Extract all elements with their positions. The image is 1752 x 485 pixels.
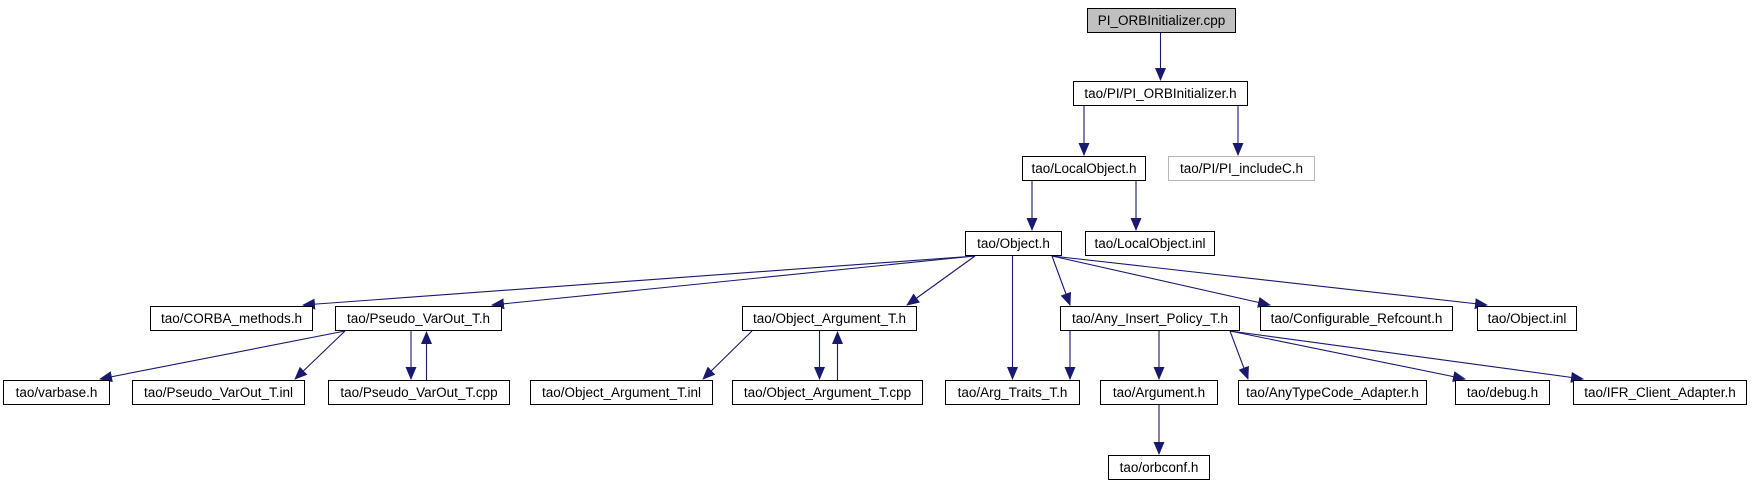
graph-node-tao-object-h[interactable]: tao/Object.h — [965, 231, 1062, 256]
include-edge — [1229, 330, 1249, 380]
include-edge — [1051, 255, 1488, 310]
include-edge — [294, 330, 346, 380]
include-edge — [99, 330, 346, 383]
include-edge — [702, 330, 753, 380]
include-edge — [1229, 330, 1466, 382]
graph-node-tao-localobject-h[interactable]: tao/LocalObject.h — [1022, 156, 1146, 181]
graph-node-tao-pseudo-varout-t-cpp[interactable]: tao/Pseudo_VarOut_T.cpp — [328, 380, 510, 405]
include-edge — [1051, 255, 1072, 306]
include-edge — [491, 255, 976, 310]
graph-node-tao-arg-traits-t-h[interactable]: tao/Arg_Traits_T.h — [945, 380, 1080, 405]
graph-node-tao-any-insert-policy-t-h[interactable]: tao/Any_Insert_Policy_T.h — [1060, 306, 1240, 331]
graph-node-tao-corba-methods-h[interactable]: tao/CORBA_methods.h — [150, 306, 313, 331]
graph-node-tao-localobject-inl[interactable]: tao/LocalObject.inl — [1085, 231, 1215, 256]
graph-node-tao-pseudo-varout-t-inl[interactable]: tao/Pseudo_VarOut_T.inl — [132, 380, 305, 405]
graph-node-tao-orbconf-h[interactable]: tao/orbconf.h — [1108, 455, 1210, 480]
graph-node-tao-ifr-client-adapter-h[interactable]: tao/IFR_Client_Adapter.h — [1573, 380, 1747, 405]
graph-node-tao-debug-h[interactable]: tao/debug.h — [1455, 380, 1550, 405]
graph-node-tao-object-argument-t-cpp[interactable]: tao/Object_Argument_T.cpp — [732, 380, 923, 405]
graph-node-tao-configurable-refcount-h[interactable]: tao/Configurable_Refcount.h — [1260, 306, 1453, 331]
graph-node-tao-pseudo-varout-t-h[interactable]: tao/Pseudo_VarOut_T.h — [335, 306, 502, 331]
graph-node-pi-orbinitializer-cpp: PI_ORBInitializer.cpp — [1087, 8, 1236, 33]
graph-node-tao-pi-pi-includec-h: tao/PI/PI_includeC.h — [1168, 156, 1315, 181]
graph-node-tao-argument-h[interactable]: tao/Argument.h — [1100, 380, 1218, 405]
graph-node-tao-varbase-h[interactable]: tao/varbase.h — [3, 380, 110, 405]
graph-node-tao-pi-pi-orbinitializer-h[interactable]: tao/PI/PI_ORBInitializer.h — [1073, 81, 1248, 106]
include-edge — [1229, 330, 1584, 383]
include-edge — [302, 255, 976, 310]
graph-node-tao-object-argument-t-h[interactable]: tao/Object_Argument_T.h — [742, 306, 917, 331]
graph-node-tao-anytypecode-adapter-h[interactable]: tao/AnyTypeCode_Adapter.h — [1238, 380, 1427, 405]
graph-node-tao-object-inl[interactable]: tao/Object.inl — [1477, 306, 1577, 331]
include-edge — [1051, 255, 1271, 308]
include-edge — [906, 255, 976, 306]
graph-node-tao-object-argument-t-inl[interactable]: tao/Object_Argument_T.inl — [530, 380, 713, 405]
